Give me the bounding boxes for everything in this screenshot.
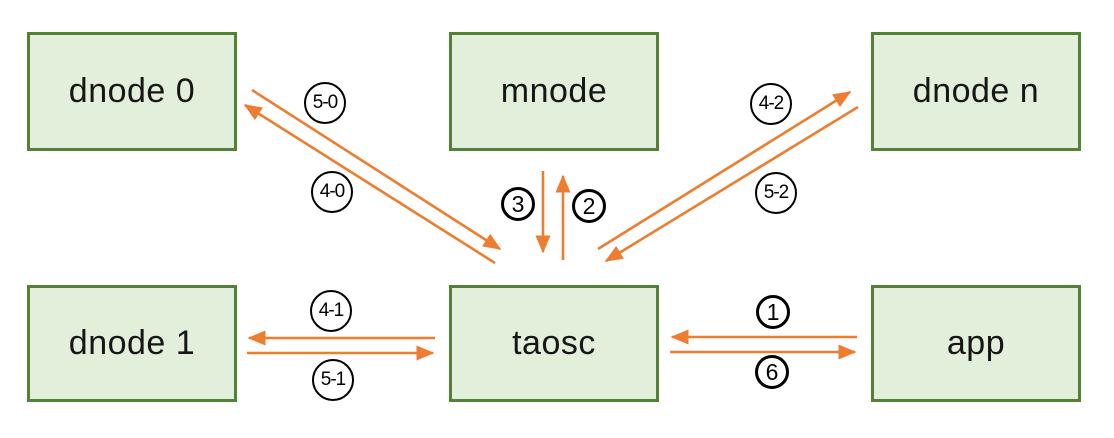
node-dnode-1: dnode 1 <box>27 285 237 402</box>
arrow-5-0 <box>251 88 502 251</box>
arrow-4-0 <box>243 103 496 265</box>
arrow-5-2 <box>604 105 859 263</box>
node-mnode: mnode <box>449 32 659 151</box>
edge-label-3: 3 <box>501 187 535 221</box>
edge-label-5-1: 5-1 <box>312 359 354 401</box>
edge-label-4-1: 4-1 <box>310 290 352 332</box>
node-dnode-n: dnode n <box>871 32 1081 151</box>
node-dnode-0: dnode 0 <box>27 32 237 151</box>
arrow-4-2 <box>597 90 852 251</box>
edge-label-4-0: 4-0 <box>311 171 353 213</box>
edge-label-5-2: 5-2 <box>755 172 797 214</box>
edge-label-4-2: 4-2 <box>750 83 792 125</box>
edge-label-5-0: 5-0 <box>304 82 346 124</box>
edge-label-6: 6 <box>755 355 789 389</box>
node-app: app <box>871 285 1081 402</box>
node-taosc: taosc <box>449 285 659 402</box>
edge-label-1: 1 <box>756 295 790 329</box>
edge-label-2: 2 <box>572 189 606 223</box>
